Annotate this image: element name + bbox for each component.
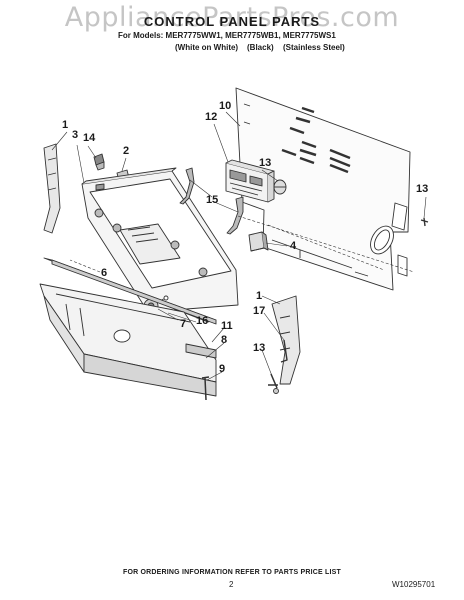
left-end-bracket [43, 143, 61, 234]
callout-12: 12 [205, 111, 218, 123]
callout-17: 17 [253, 305, 266, 317]
callout-11: 11 [221, 320, 233, 332]
page-number: 2 [229, 580, 234, 589]
screw-lower [201, 376, 210, 401]
document-number: W10295701 [392, 580, 436, 589]
callout-13-lower: 13 [253, 342, 266, 354]
callout-1-right: 1 [256, 290, 263, 302]
callout-7: 7 [180, 318, 187, 330]
callout-2: 2 [123, 145, 130, 157]
watermark: AppliancePartsPros.com [64, 2, 400, 33]
variant-stainless-label: (Stainless Steel) [283, 43, 345, 52]
electronic-control-board [225, 159, 275, 203]
switch [248, 231, 269, 252]
callout-10: 10 [219, 100, 232, 112]
screw-right [420, 217, 429, 227]
clip [93, 153, 105, 171]
callout-9: 9 [219, 363, 226, 375]
callout-14: 14 [83, 132, 96, 144]
callout-1-left: 1 [62, 119, 69, 131]
callout-6: 6 [101, 267, 108, 279]
callout-13-right: 13 [416, 183, 429, 195]
control-panel [81, 167, 239, 313]
screw-upper [273, 179, 287, 195]
rear-panel-shield [235, 87, 411, 291]
right-end-bracket [271, 295, 301, 385]
callout-8: 8 [221, 334, 228, 346]
ordering-note: FOR ORDERING INFORMATION REFER TO PARTS … [122, 569, 342, 576]
callout-15: 15 [206, 194, 219, 206]
callout-3: 3 [72, 129, 79, 141]
screw-bottom [268, 373, 279, 394]
trim-strip [43, 257, 217, 325]
callout-13-upper: 13 [259, 157, 272, 169]
variant-white-label: (White on White) [175, 43, 239, 52]
lower-backguard [39, 283, 217, 397]
callout-4: 4 [290, 240, 297, 252]
wire-clips [179, 167, 244, 235]
page-title: CONTROL PANEL PARTS [143, 14, 321, 29]
model-list: For Models: MER7775WW1, MER7775WB1, MER7… [118, 31, 336, 40]
callout-16: 16 [196, 315, 209, 327]
variant-black-label: (Black) [247, 43, 274, 52]
leader-lines [51, 111, 427, 381]
